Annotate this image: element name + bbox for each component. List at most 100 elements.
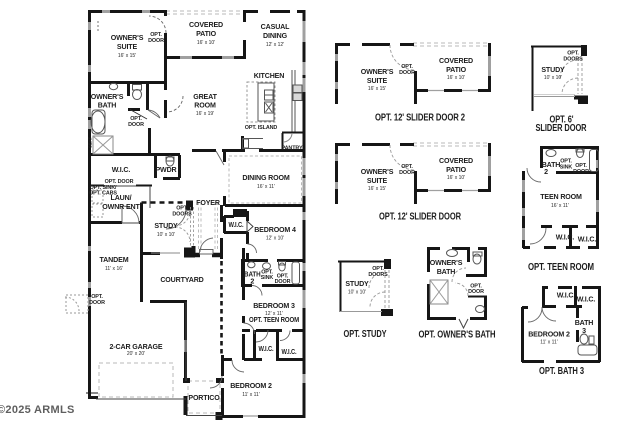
svg-text:COVERED: COVERED	[439, 57, 473, 65]
svg-text:COVERED: COVERED	[189, 21, 223, 29]
svg-text:PANTRY: PANTRY	[282, 146, 303, 152]
svg-text:SUITE: SUITE	[367, 77, 388, 85]
svg-text:OPT. STUDY: OPT. STUDY	[344, 329, 387, 340]
svg-text:DOOR: DOOR	[148, 38, 164, 44]
svg-text:GREAT: GREAT	[193, 93, 217, 101]
svg-text:©2025 ARMLS: ©2025 ARMLS	[0, 404, 75, 416]
svg-text:DOORS: DOORS	[563, 57, 583, 63]
svg-text:W.I.C.: W.I.C.	[577, 296, 596, 304]
svg-text:OPT.: OPT.	[176, 206, 188, 212]
svg-text:BEDROOM 4: BEDROOM 4	[254, 226, 296, 234]
svg-text:16' x 11': 16' x 11'	[257, 184, 275, 190]
svg-text:OPT.: OPT.	[560, 159, 572, 165]
svg-text:OPT.: OPT.	[277, 274, 289, 280]
svg-text:BATH: BATH	[98, 102, 117, 110]
svg-text:CASUAL: CASUAL	[261, 23, 290, 31]
svg-text:SINK: SINK	[560, 165, 573, 171]
svg-text:16' x 11': 16' x 11'	[551, 203, 569, 209]
svg-text:OPT. SINK/: OPT. SINK/	[90, 185, 117, 191]
svg-text:ROOM: ROOM	[194, 102, 216, 110]
svg-text:TEEN ROOM: TEEN ROOM	[540, 193, 582, 201]
svg-text:DOOR: DOOR	[275, 279, 291, 285]
svg-text:W.I.C.: W.I.C.	[259, 345, 274, 353]
svg-text:STUDY: STUDY	[345, 280, 369, 288]
svg-text:16' x 10': 16' x 10'	[447, 75, 465, 81]
svg-text:OPT. ISLAND: OPT. ISLAND	[245, 125, 278, 131]
svg-text:DINING ROOM: DINING ROOM	[242, 174, 289, 182]
svg-text:OWNER'S: OWNER'S	[361, 168, 394, 176]
svg-text:OWNER'S: OWNER'S	[111, 34, 144, 42]
svg-text:COVERED: COVERED	[439, 157, 473, 165]
svg-text:16' x 10': 16' x 10'	[197, 40, 215, 46]
svg-text:OPT.: OPT.	[150, 32, 162, 38]
svg-text:FOYER: FOYER	[196, 199, 220, 207]
svg-text:DOOR: DOOR	[399, 170, 415, 176]
svg-text:SUITE: SUITE	[367, 177, 388, 185]
svg-text:BEDROOM 2: BEDROOM 2	[230, 382, 272, 390]
svg-text:OPT.: OPT.	[261, 270, 273, 276]
svg-text:20' x 20': 20' x 20'	[127, 351, 145, 357]
svg-text:DOOR: DOOR	[468, 289, 484, 295]
svg-text:PWDR: PWDR	[155, 166, 176, 174]
svg-text:BEDROOM 2: BEDROOM 2	[528, 331, 570, 339]
svg-text:10' x 10': 10' x 10'	[544, 75, 562, 81]
svg-text:OPT.: OPT.	[575, 163, 587, 169]
svg-text:OPT. BATH 3: OPT. BATH 3	[539, 366, 584, 377]
svg-text:DINING: DINING	[263, 32, 288, 40]
svg-text:PORTICO: PORTICO	[188, 394, 220, 402]
svg-text:STUDY: STUDY	[541, 66, 565, 74]
svg-text:SEAT: SEAT	[88, 136, 93, 148]
svg-text:BEDROOM 3: BEDROOM 3	[253, 302, 295, 310]
svg-text:KITCHEN: KITCHEN	[254, 72, 285, 80]
svg-text:10' x 10': 10' x 10'	[348, 290, 366, 296]
svg-text:OPT.: OPT.	[91, 294, 103, 300]
svg-text:12' x 10': 12' x 10'	[266, 236, 284, 242]
svg-text:10' x 10': 10' x 10'	[157, 232, 175, 238]
svg-text:SLIDER DOOR: SLIDER DOOR	[536, 123, 587, 134]
svg-text:W.I.C.: W.I.C.	[282, 348, 297, 356]
svg-text:2: 2	[250, 278, 254, 286]
svg-text:W.I.C.: W.I.C.	[578, 236, 597, 244]
svg-text:OPT.: OPT.	[470, 284, 482, 290]
svg-text:LAUN/: LAUN/	[111, 194, 132, 202]
svg-text:2-CAR GARAGE: 2-CAR GARAGE	[110, 343, 163, 351]
svg-text:COURTYARD: COURTYARD	[160, 276, 203, 284]
svg-text:DOOR: DOOR	[399, 70, 415, 76]
svg-text:OWNER'S: OWNER'S	[91, 93, 124, 101]
svg-text:W.I.C.: W.I.C.	[556, 234, 575, 242]
svg-text:SINK: SINK	[261, 275, 274, 281]
svg-text:DOORS: DOORS	[368, 272, 388, 278]
svg-text:3: 3	[582, 327, 586, 335]
svg-text:12' x 11': 12' x 11'	[265, 311, 283, 317]
svg-text:OPT. 12' SLIDER DOOR: OPT. 12' SLIDER DOOR	[379, 212, 461, 223]
svg-text:BATH: BATH	[244, 271, 261, 279]
svg-text:BATH: BATH	[542, 161, 561, 169]
svg-text:OPT.: OPT.	[130, 116, 142, 122]
svg-text:DOOR: DOOR	[89, 300, 105, 306]
svg-text:12' x 12': 12' x 12'	[266, 42, 284, 48]
svg-text:DOOR: DOOR	[128, 122, 144, 128]
svg-text:OPT.: OPT.	[401, 64, 413, 70]
svg-text:OWNR ENT: OWNR ENT	[102, 203, 140, 211]
svg-text:TANDEM: TANDEM	[100, 256, 129, 264]
svg-text:DOORS: DOORS	[172, 212, 192, 218]
svg-text:11' x 16': 11' x 16'	[105, 266, 123, 272]
svg-text:OPT. CABS: OPT. CABS	[89, 191, 117, 197]
svg-text:OPT.: OPT.	[567, 51, 579, 57]
svg-text:OPT. DOOR: OPT. DOOR	[105, 179, 134, 185]
svg-text:OPT.: OPT.	[372, 266, 384, 272]
svg-text:PATIO: PATIO	[446, 66, 467, 74]
svg-text:OPT. TEEN ROOM: OPT. TEEN ROOM	[528, 262, 594, 273]
svg-text:W.I.C.: W.I.C.	[557, 292, 576, 300]
svg-text:OPT. OWNER'S BATH: OPT. OWNER'S BATH	[419, 329, 496, 340]
svg-text:PATIO: PATIO	[446, 166, 467, 174]
svg-text:16' x 19': 16' x 19'	[196, 111, 214, 117]
svg-text:16' x 15': 16' x 15'	[368, 86, 386, 92]
svg-text:STUDY: STUDY	[154, 222, 178, 230]
svg-text:16' x 15': 16' x 15'	[368, 186, 386, 192]
svg-text:DOOR: DOOR	[573, 169, 589, 175]
svg-text:W.I.C.: W.I.C.	[112, 166, 131, 174]
svg-text:OPT.: OPT.	[401, 164, 413, 170]
svg-text:BATH: BATH	[437, 268, 456, 276]
svg-text:2: 2	[544, 168, 548, 176]
